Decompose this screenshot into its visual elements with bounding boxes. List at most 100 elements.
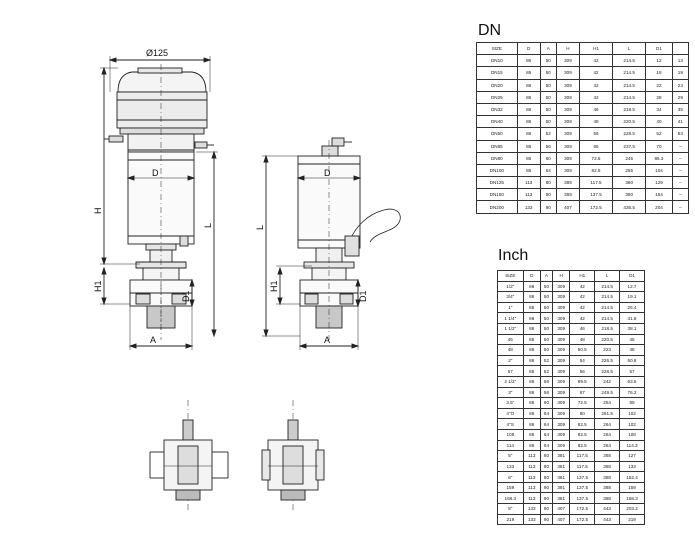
table-cell: 214.5 — [594, 291, 621, 303]
table-cell: 90 — [539, 513, 554, 526]
table-cell: 42 — [578, 54, 614, 68]
table-cell: 64 — [539, 439, 554, 452]
table-cell: 50 — [539, 102, 557, 117]
table-cell: 137.5 — [578, 188, 614, 202]
table-cell: 28 — [645, 90, 673, 104]
table-cell: 261.5 — [594, 407, 621, 420]
table-cell: 242 — [594, 375, 621, 388]
table-cell: 309 — [552, 312, 571, 324]
valve-technical-drawing: Ø125 D D H H1 H1 L L D1 D1 A A — [93, 48, 401, 512]
table-cell: 214.5 — [612, 90, 647, 104]
table-cell: 72.5 — [569, 397, 596, 409]
table-cell: 86 — [522, 375, 541, 388]
table-cell: 86 — [516, 90, 541, 104]
dim-top-diameter: Ø125 — [146, 48, 168, 58]
table-header-cell: SIZE — [497, 270, 524, 282]
dim-h: H — [93, 208, 103, 215]
table-cell: 309 — [552, 333, 571, 346]
table-cell: 1/2" — [497, 280, 524, 293]
table-cell: 25.4 — [619, 301, 645, 314]
table-cell: 64 — [539, 407, 554, 420]
table-cell: 309 — [555, 78, 580, 92]
table-cell: 70 — [645, 139, 673, 153]
table-cell: 13 — [671, 54, 690, 68]
table-cell: 309 — [555, 139, 580, 153]
dim-l-main: L — [203, 223, 213, 228]
table-cell: 56 — [569, 365, 596, 377]
table-cell: 86 — [516, 115, 541, 129]
table-cell: 86 — [522, 354, 541, 367]
table-cell: 90 — [539, 188, 557, 202]
table-header-cell: L — [594, 270, 621, 282]
table-cell: 50 — [539, 312, 554, 324]
table-cell: 264 — [594, 439, 621, 452]
table-cell: 309 — [555, 54, 580, 68]
table-cell: 255 — [612, 163, 647, 178]
table-cell: 407 — [552, 503, 571, 515]
table-cell: 368 — [594, 460, 621, 473]
table-cell: 52 — [645, 127, 673, 141]
table-cell: 86 — [516, 54, 541, 68]
table-cell: 113 — [522, 450, 541, 462]
dim-a-main: A — [150, 335, 156, 345]
table-cell: 407 — [555, 200, 580, 214]
table-cell: 22 — [645, 78, 673, 92]
table-cell: 154 — [645, 188, 673, 202]
table-cell: 34 — [645, 102, 673, 117]
table-cell: DN100 — [476, 163, 518, 178]
table-cell: 237.5 — [612, 139, 647, 153]
table-cell: 86 — [516, 139, 541, 153]
table-cell: 117.5 — [569, 460, 596, 473]
table-cell: 214.5 — [612, 66, 647, 80]
table-cell: 220.5 — [612, 115, 647, 129]
table-cell: 64 — [539, 428, 554, 441]
table-cell: 3/4" — [497, 291, 524, 303]
table-cell: 1" — [497, 301, 524, 314]
table-cell: 214.5 — [594, 280, 621, 293]
table-cell: 113 — [522, 492, 541, 505]
table-header-cell: H — [552, 270, 571, 282]
table-cell: 69.5 — [569, 375, 596, 388]
table-cell: 54 — [569, 354, 596, 367]
table-cell: 309 — [555, 151, 580, 165]
table-cell: DN40 — [476, 115, 518, 129]
table-cell: 228.5 — [594, 365, 621, 377]
table-cell: 12.7 — [619, 280, 645, 293]
table-cell: 86 — [522, 418, 541, 430]
table-cell: 35 — [671, 102, 690, 117]
table-cell: 42 — [569, 291, 596, 303]
table-cell: 114 — [497, 439, 524, 452]
table-cell: 152.4 — [619, 471, 645, 483]
table-cell: 214.5 — [594, 312, 621, 324]
table-cell: 50 — [539, 90, 557, 104]
table-cell: 381 — [552, 450, 571, 462]
table-cell: – — [671, 139, 690, 153]
table-cell: 60 — [539, 151, 557, 165]
table-cell: 137.5 — [569, 471, 596, 483]
dim-d-second: D — [324, 168, 331, 178]
table-cell: 368 — [594, 450, 621, 462]
table-cell: 226.5 — [594, 354, 621, 367]
table-cell: 133 — [516, 200, 541, 214]
inch-table-title: Inch — [498, 247, 529, 264]
table-cell: DN32 — [476, 102, 518, 117]
table-cell: 86 — [522, 386, 541, 399]
table-cell: 2" — [497, 354, 524, 367]
table-cell: 52 — [539, 365, 554, 377]
table-cell: 218.5 — [612, 102, 647, 117]
table-cell: 86 — [522, 428, 541, 441]
table-cell: 90 — [539, 503, 554, 515]
